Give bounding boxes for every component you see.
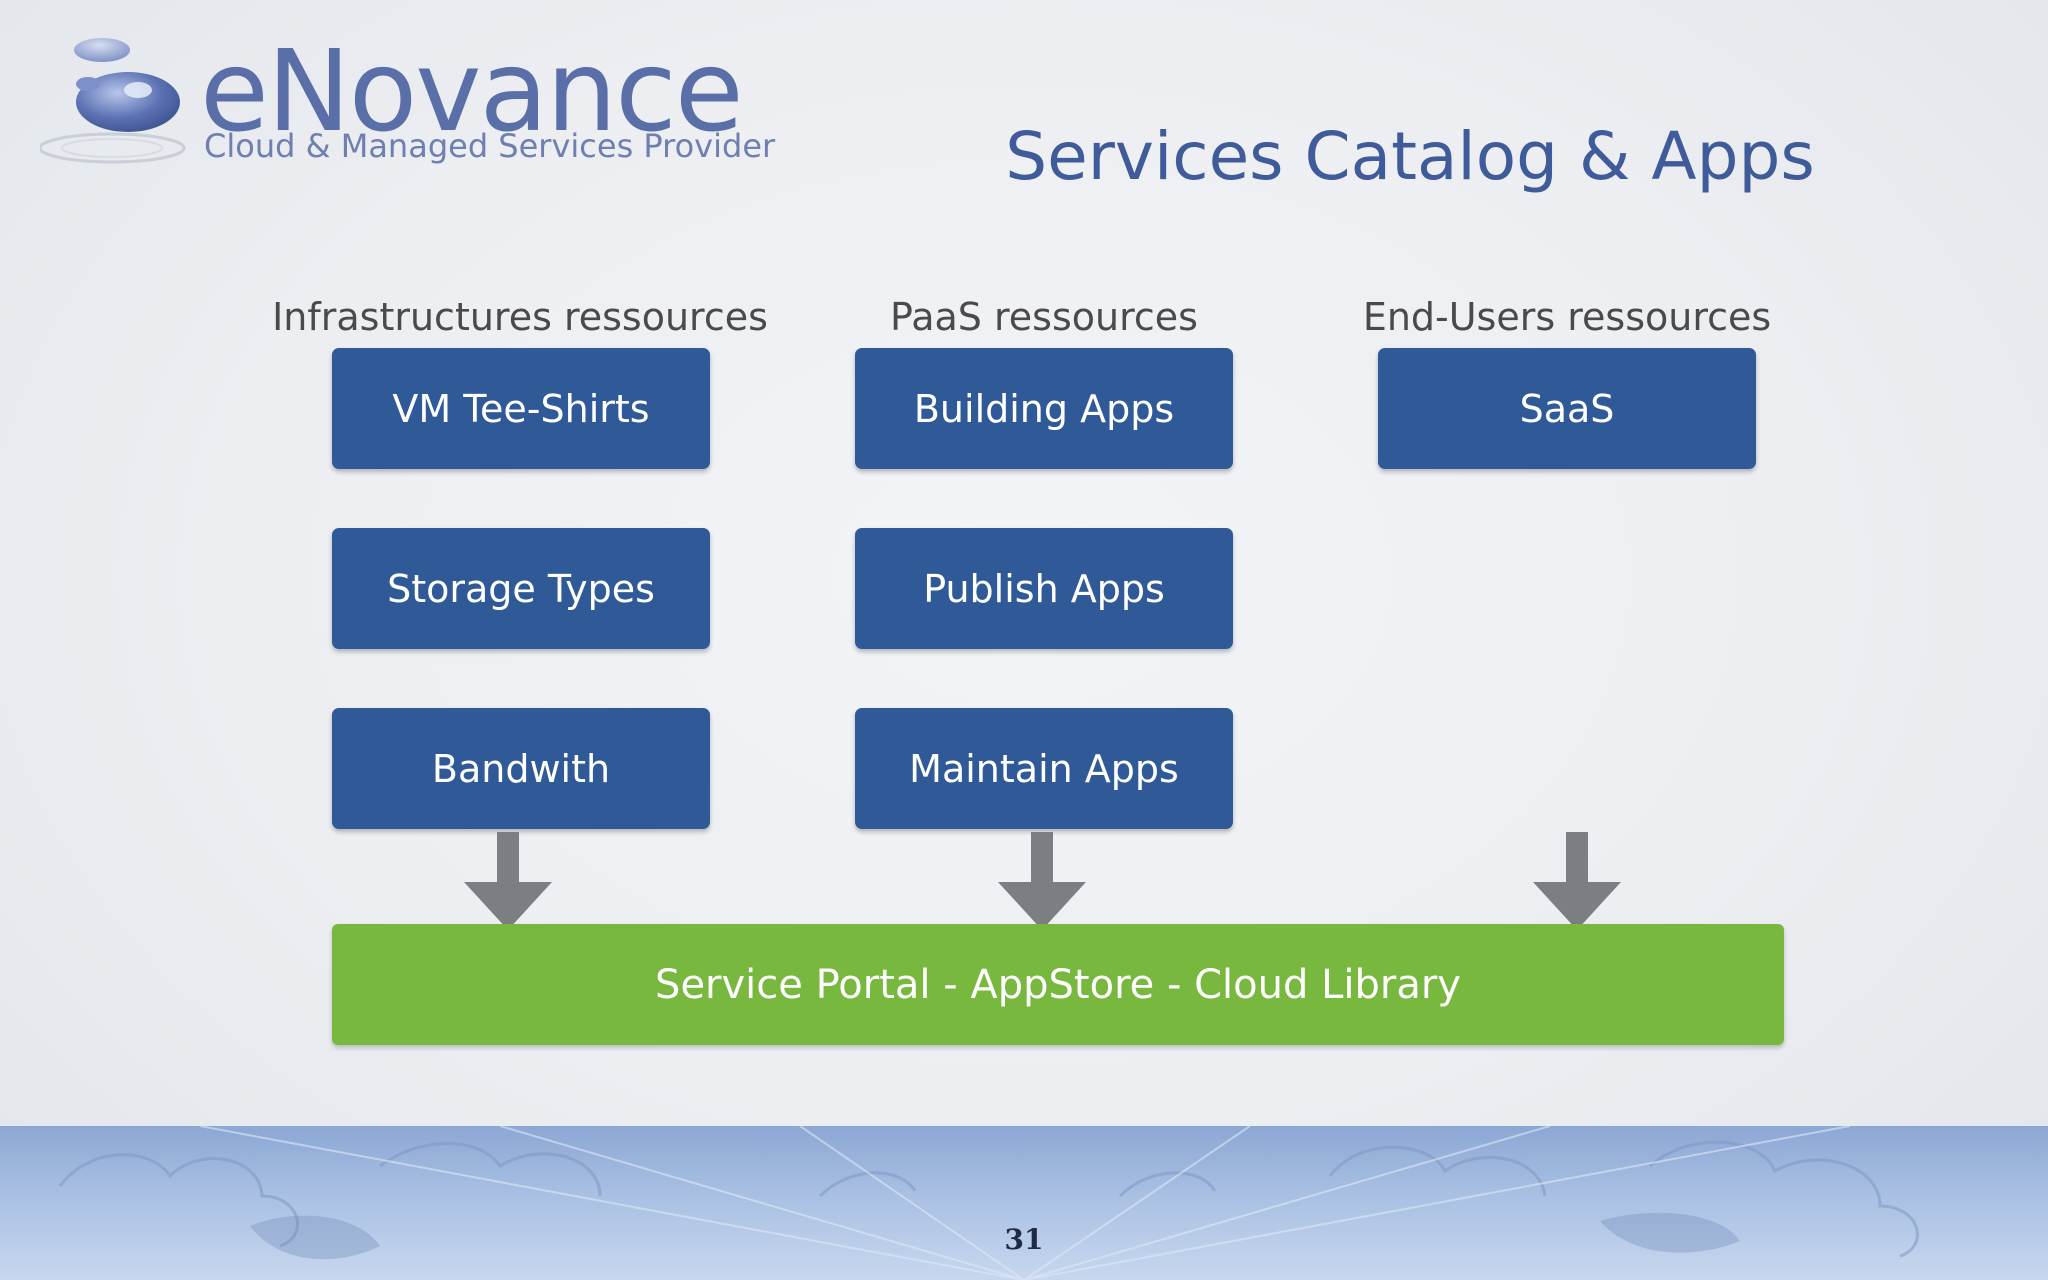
saas-box: SaaS (1378, 348, 1756, 469)
logo-droplet-icon (40, 38, 186, 164)
building-apps-box: Building Apps (855, 348, 1233, 469)
bandwith-box: Bandwith (332, 708, 710, 829)
logo-wordmark: eNovance (200, 27, 744, 157)
end-users-header: End-Users ressources (1362, 295, 1772, 339)
down-arrow-end-users (1533, 832, 1621, 930)
infrastructure-header: Infrastructures ressources (272, 295, 768, 339)
down-arrow-paas (998, 832, 1086, 930)
page-number: 31 (1004, 1223, 1044, 1256)
footer-cloud-decoration (58, 1126, 1919, 1280)
publish-apps-box: Publish Apps (855, 528, 1233, 649)
service-portal-bar: Service Portal - AppStore - Cloud Librar… (332, 924, 1784, 1045)
down-arrow-infrastructure (464, 832, 552, 930)
logo-tagline: Cloud & Managed Services Provider (204, 127, 776, 165)
slide-title: Services Catalog & Apps (1005, 118, 1815, 195)
storage-types-box: Storage Types (332, 528, 710, 649)
paas-header: PaaS ressources (890, 295, 1198, 339)
maintain-apps-box: Maintain Apps (855, 708, 1233, 829)
footer-band (0, 1126, 2048, 1280)
enovance-logo: eNovance Cloud & Managed Services Provid… (40, 27, 775, 170)
vm-tee-shirts-box: VM Tee-Shirts (332, 348, 710, 469)
